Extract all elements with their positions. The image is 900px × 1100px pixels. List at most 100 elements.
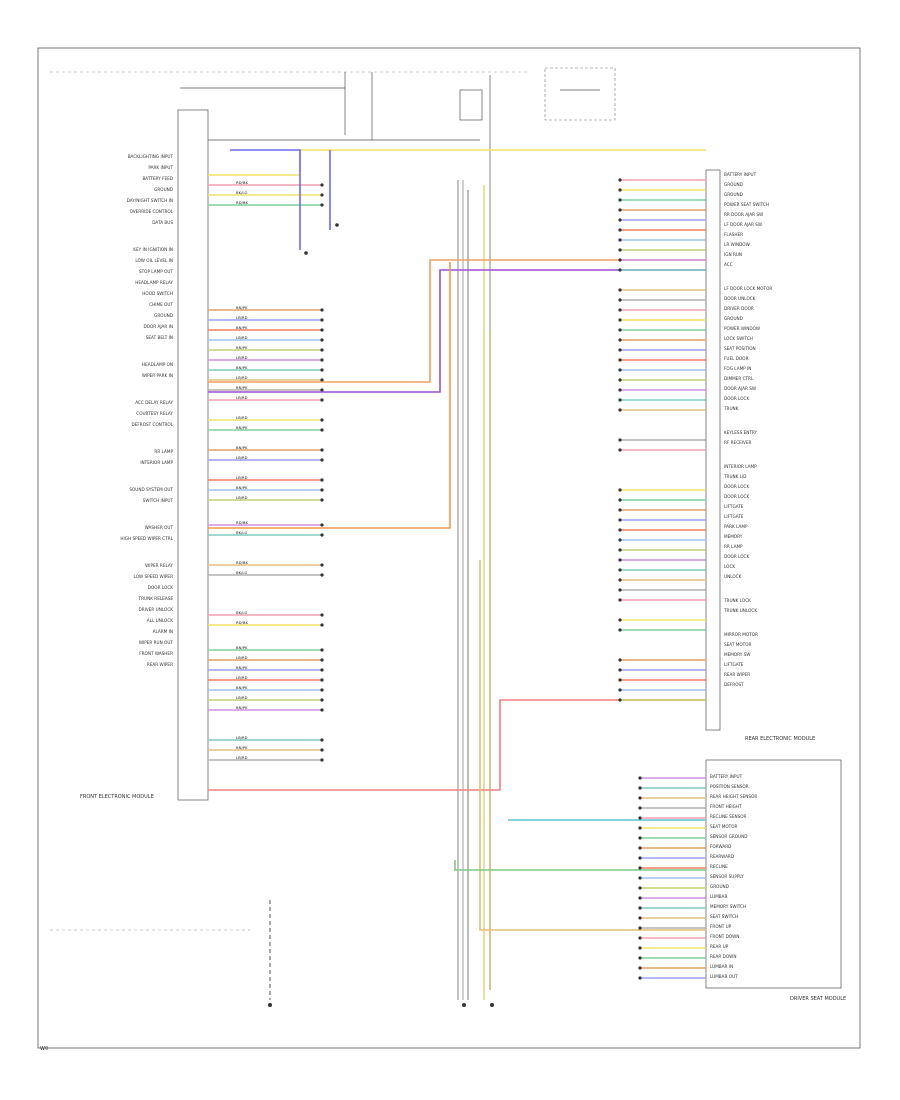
wire-code: BN/PK <box>236 385 248 390</box>
wire-code: RD/BK <box>236 520 248 525</box>
wire-code: LB/RD <box>236 475 248 480</box>
connector-pin <box>320 378 324 382</box>
connector-pin <box>320 183 324 187</box>
connector-pin <box>638 906 642 910</box>
right-pin-label: DOOR LOCK <box>724 554 749 559</box>
left-pin-label: LOW SPEED WIPER <box>134 574 174 579</box>
left-pin-label: DRIVER UNLOCK <box>139 607 174 612</box>
diagram-border <box>37 47 861 1049</box>
wire-code: BN/PK <box>236 485 248 490</box>
connector-pin <box>618 248 622 252</box>
connector-pin <box>618 528 622 532</box>
right-pin-label: FOG LAMP IN <box>724 366 751 371</box>
wire-code: BN/PK <box>236 705 248 710</box>
right-pin-label: KEYLESS ENTRY <box>724 430 758 435</box>
right-pin-label: SEAT POSITION <box>724 346 756 351</box>
lower-right-module-box <box>705 759 842 989</box>
connector-pin <box>618 288 622 292</box>
wire-code: LB/RD <box>236 495 248 500</box>
wire-code: BN/PK <box>236 645 248 650</box>
connector-pin <box>320 458 324 462</box>
connector-pin <box>618 688 622 692</box>
connector-pin <box>320 688 324 692</box>
connector-pin <box>638 926 642 930</box>
connector-pin <box>618 488 622 492</box>
wire <box>208 269 706 393</box>
seat-module-pin-label: MEMORY SWITCH <box>710 904 746 909</box>
left-pin-label: SWITCH INPUT <box>143 498 174 503</box>
connector-pin <box>320 358 324 362</box>
seat-module-pin-label: REAR UP <box>710 944 729 949</box>
left-pin-label: GROUND <box>154 187 173 192</box>
connector-pin <box>618 498 622 502</box>
ground-symbols <box>268 223 494 1007</box>
left-pin-label: WIPER RELAY <box>145 563 173 568</box>
right-pin-label: LF DOOR LOCK MOTOR <box>724 286 772 291</box>
wire-code: BN/PK <box>236 365 248 370</box>
left-pin-label: DEFROST CONTROL <box>132 422 174 427</box>
connector-pin <box>638 786 642 790</box>
connector-pin <box>618 238 622 242</box>
connector-pin <box>618 538 622 542</box>
connector-pin <box>320 348 324 352</box>
wire-code: LB/RD <box>236 375 248 380</box>
right-pin-label: TRUNK <box>723 406 739 411</box>
left-pin-label: STOP LAMP OUT <box>139 269 173 274</box>
connector-pin <box>320 368 324 372</box>
right-pin-label: SEAT MOTOR <box>724 642 751 647</box>
connector-pin <box>320 678 324 682</box>
wire-code: BN/PK <box>236 425 248 430</box>
seat-module-pin-label: LUMBAR IN <box>710 964 733 969</box>
left-pin-label: DOOR LOCK <box>148 585 173 590</box>
connector-pin <box>618 518 622 522</box>
connector-pin <box>638 846 642 850</box>
wire-code: LB/RD <box>236 695 248 700</box>
right-pin-label: TRUNK UNLOCK <box>723 608 757 613</box>
wire-code: LB/RD <box>236 655 248 660</box>
wire-code: RD/BK <box>236 560 248 565</box>
right-pin-label: DEFROST <box>724 682 744 687</box>
seat-module-pin-label: SENSOR GROUND <box>710 834 748 839</box>
connector-pin <box>320 533 324 537</box>
left-pin-label: FRONT WASHER <box>139 651 173 656</box>
right-pin-label: DOOR LOCK <box>724 396 749 401</box>
footer-code: W0 <box>40 1046 48 1052</box>
connector-pin <box>618 188 622 192</box>
wire-code: BN/PK <box>236 665 248 670</box>
right-pin-label: LF DOOR AJAR SW <box>724 222 762 227</box>
connector-pin <box>320 523 324 527</box>
left-pin-label: WIPER RUN OUT <box>139 640 174 645</box>
wire-code: BN/PK <box>236 745 248 750</box>
connector-pin <box>638 776 642 780</box>
wire <box>208 149 706 176</box>
wire-code: RD/BK <box>236 620 248 625</box>
connector-pin <box>638 816 642 820</box>
right-pin-label: INTERIOR LAMP <box>724 464 757 469</box>
left-pin-label: DOOR AJAR IN <box>143 324 173 329</box>
connector-pin <box>618 348 622 352</box>
left-pin-label: BACKLIGHTING INPUT <box>128 154 174 159</box>
connector-pin <box>618 358 622 362</box>
seat-module-pin-label: REARWARD <box>710 854 734 859</box>
connector-pin <box>320 498 324 502</box>
connector-pin <box>320 613 324 617</box>
wire-code: LB/RD <box>236 455 248 460</box>
wire-code: LB/RD <box>236 395 248 400</box>
connector-pin <box>320 398 324 402</box>
wire-code: BK/LG <box>236 610 247 615</box>
connector-pin <box>320 573 324 577</box>
lower-right-module-name: DRIVER SEAT MODULE <box>790 996 846 1002</box>
connector-pin <box>638 796 642 800</box>
connector-pin <box>638 936 642 940</box>
wire-code: LB/RD <box>236 355 248 360</box>
right-pin-label: DOOR UNLOCK <box>724 296 756 301</box>
connector-pin <box>320 193 324 197</box>
wire-code: BN/PK <box>236 305 248 310</box>
wire-code: BN/PK <box>236 685 248 690</box>
right-pin-label: RR DOOR AJAR SW <box>724 212 763 217</box>
right-pin-label: UNLOCK <box>724 574 742 579</box>
right-pin-label: TRUNK LOCK <box>723 598 751 603</box>
wire <box>479 560 706 931</box>
wire-group: RD/BK BK/LG RD/BK BN/PK LB/RD BN/PK LB/RD BN/PK… <box>208 149 706 980</box>
